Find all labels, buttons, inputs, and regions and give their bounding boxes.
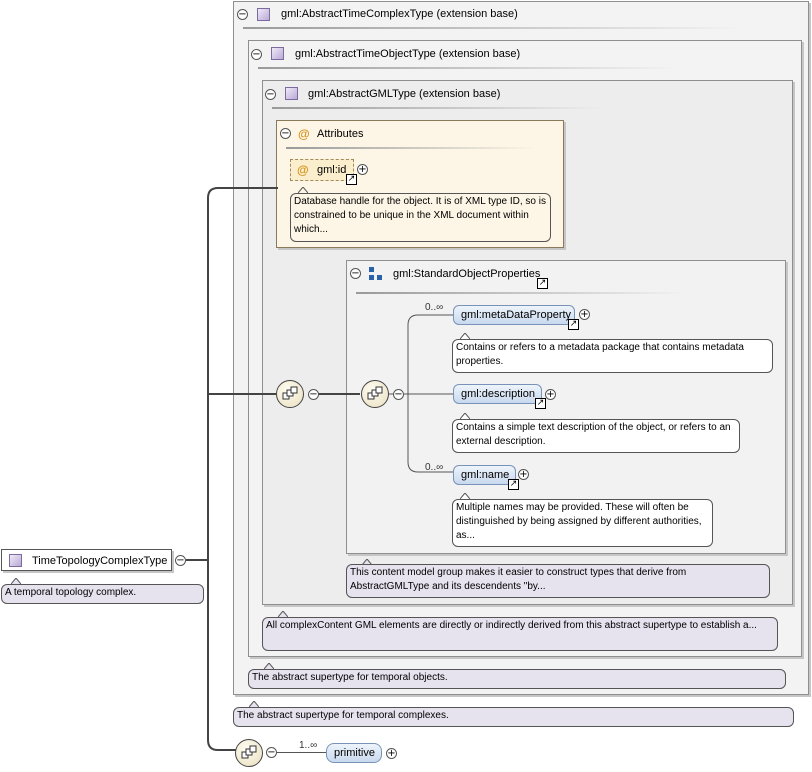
name-element[interactable]: gml:name <box>453 465 516 485</box>
note-pointer <box>298 187 308 193</box>
collapse-gml-type-toggle[interactable]: − <box>265 89 276 100</box>
collapse-group-sequence-toggle[interactable]: − <box>393 389 404 400</box>
gml-type-label[interactable]: gml:AbstractGMLType (extension base) <box>308 88 501 100</box>
link-arrow-icon[interactable]: ↗ <box>568 319 579 330</box>
expand-gml-id-toggle[interactable]: + <box>357 164 368 175</box>
gml-id-note: Database handle for the object. It is of… <box>290 193 551 242</box>
note-pointer <box>278 611 288 617</box>
link-arrow-icon[interactable]: ↗ <box>537 278 548 289</box>
root-type-label: TimeTopologyComplexType <box>32 555 168 567</box>
note-pointer <box>362 559 372 565</box>
divider <box>272 107 602 109</box>
divider <box>243 27 743 29</box>
note-pointer <box>11 578 21 584</box>
root-type-box[interactable] <box>1 549 172 571</box>
collapse-group-toggle[interactable]: − <box>350 268 361 279</box>
collapse-sequence-toggle[interactable]: − <box>308 389 319 400</box>
gml-id-label: gml:id <box>317 164 347 176</box>
type-icon <box>9 554 22 567</box>
description-element[interactable]: gml:description <box>453 384 542 404</box>
expand-primitive-toggle[interactable]: + <box>386 748 397 759</box>
collapse-primitive-sequence-toggle[interactable]: − <box>266 747 277 758</box>
sequence-glyph <box>282 386 298 400</box>
sequence-glyph <box>367 386 383 400</box>
group-icon <box>369 267 382 280</box>
type-icon <box>257 8 270 21</box>
group-note: This content model group makes it easier… <box>346 564 770 598</box>
link-arrow-icon[interactable]: ↗ <box>346 174 357 185</box>
gml-id-attribute[interactable] <box>290 159 354 181</box>
cardinality-label: 0..∞ <box>425 302 444 313</box>
time-object-type-label[interactable]: gml:AbstractTimeObjectType (extension ba… <box>295 48 521 60</box>
expand-name-toggle[interactable]: + <box>518 469 529 480</box>
gml-type-note: All complexContent GML elements are dire… <box>262 617 778 651</box>
metadata-property-element[interactable]: gml:metaDataProperty <box>453 305 575 325</box>
connector <box>277 752 327 753</box>
expand-metadata-toggle[interactable]: + <box>579 309 590 320</box>
time-complex-type-label[interactable]: gml:AbstractTimeComplexType (extension b… <box>281 8 518 20</box>
note-pointer <box>460 413 470 419</box>
description-note: Contains a simple text description of th… <box>452 419 740 453</box>
collapse-time-complex-toggle[interactable]: − <box>237 9 248 20</box>
divider <box>356 292 686 294</box>
main-connectors <box>186 187 360 751</box>
note-pointer <box>460 493 470 499</box>
attribute-icon: @ <box>297 163 309 177</box>
attribute-icon: @ <box>298 127 310 141</box>
group-label[interactable]: gml:StandardObjectProperties <box>393 268 541 280</box>
metadata-property-note: Contains or refers to a metadata package… <box>452 339 773 373</box>
note-pointer <box>264 663 274 669</box>
collapse-attributes-toggle[interactable]: − <box>280 128 291 139</box>
link-arrow-icon[interactable]: ↗ <box>508 479 519 490</box>
primitive-cardinality: 1..∞ <box>299 740 318 751</box>
divider <box>286 147 536 149</box>
sequence-glyph <box>241 745 257 759</box>
time-object-type-note: The abstract supertype for temporal obje… <box>248 669 786 689</box>
collapse-root-toggle[interactable]: − <box>175 555 186 566</box>
note-pointer <box>249 701 259 707</box>
attributes-label: Attributes <box>317 128 364 140</box>
link-arrow-icon[interactable]: ↗ <box>535 398 546 409</box>
collapse-time-object-toggle[interactable]: − <box>251 49 262 60</box>
name-note: Multiple names may be provided. These wi… <box>452 499 713 547</box>
root-type-note: A temporal topology complex. <box>1 584 204 604</box>
note-pointer <box>460 333 470 339</box>
sequence-connectors <box>388 314 453 473</box>
primitive-element[interactable]: primitive <box>326 743 382 763</box>
expand-description-toggle[interactable]: + <box>545 389 556 400</box>
time-complex-type-note: The abstract supertype for temporal comp… <box>233 707 794 727</box>
type-icon <box>285 87 298 100</box>
type-icon <box>271 47 284 60</box>
divider <box>258 67 678 69</box>
cardinality-label: 0..∞ <box>425 462 444 473</box>
